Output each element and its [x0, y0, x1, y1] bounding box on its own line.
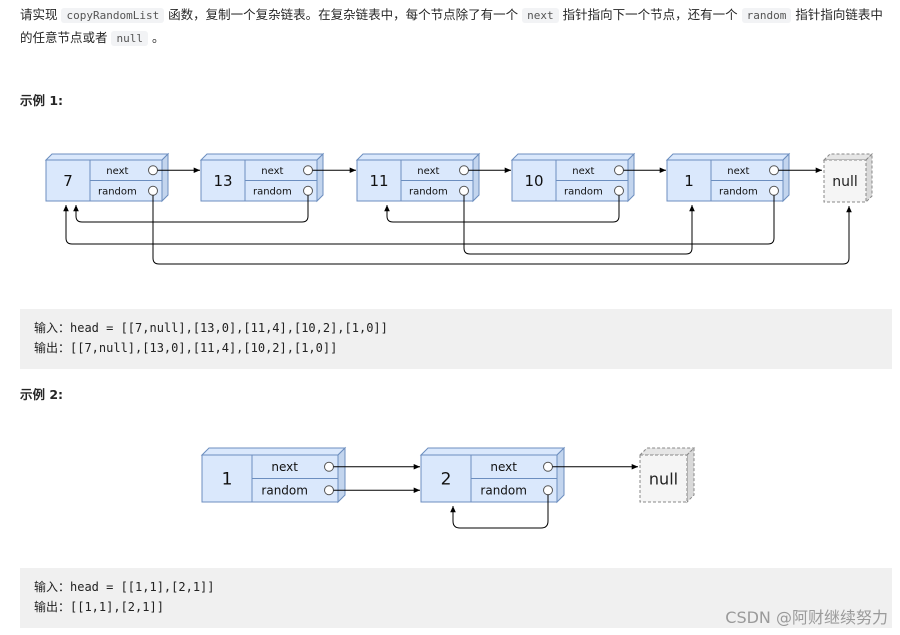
- ex2-node-top: [200, 447, 347, 456]
- ex1-node-3: 10 next random: [510, 152, 636, 203]
- example-2-diagram: 1 next random 2 next random null: [200, 446, 696, 529]
- example-2-output: 输出：[[1,1],[2,1]]: [34, 600, 164, 614]
- ex1-node-value: 11: [369, 172, 388, 190]
- ex2-null-node: null: [638, 446, 696, 504]
- ex1-random-pointer: [148, 185, 158, 196]
- ex2-random-label: random: [261, 484, 308, 498]
- ex1-null-side: [865, 152, 873, 204]
- ex1-random-arrow-13: [73, 195, 309, 223]
- ex2-null-side: [686, 446, 695, 504]
- ex1-node-top: [665, 153, 791, 161]
- ex1-node-side: [782, 152, 790, 203]
- ex2-node-side: [337, 446, 346, 504]
- ex2-null-label: null: [649, 469, 678, 488]
- ex1-random-pointer: [614, 185, 624, 196]
- ex1-random-pointer: [459, 185, 469, 196]
- ex2-node-1: 2 next random: [419, 446, 566, 504]
- next-code: next: [522, 8, 559, 23]
- intro-text-1: 请实现: [20, 7, 62, 22]
- function-name-code: copyRandomList: [61, 8, 165, 23]
- ex2-next-label: next: [271, 460, 298, 474]
- ex2-node-side: [556, 446, 565, 504]
- ex1-node-side: [316, 152, 324, 203]
- example-1-code-block: 输入：head = [[7,null],[13,0],[11,4],[10,2]…: [20, 309, 892, 369]
- example-2-heading: 示例 2:: [20, 387, 64, 402]
- ex1-next-label: next: [417, 166, 439, 177]
- ex1-random-arrow-10: [384, 195, 620, 223]
- ex2-null-front: [639, 454, 688, 503]
- ex1-null-label: null: [832, 174, 858, 190]
- random-code: random: [741, 8, 792, 23]
- ex1-next-label: next: [261, 166, 283, 177]
- ex1-random-label: random: [564, 186, 603, 197]
- ex1-random-arrow-7: [152, 195, 852, 265]
- ex1-node-value: 10: [524, 172, 543, 190]
- ex1-random-pointer: [303, 185, 313, 196]
- ex1-random-label: random: [409, 186, 448, 197]
- ex1-random-label: random: [719, 186, 758, 197]
- example-1-diagram: 7 next random 13 next random 11 next random 10 nex…: [44, 152, 874, 265]
- example-1-output: 输出：[[7,null],[13,0],[11,4],[10,2],[1,0]]: [34, 341, 338, 355]
- ex1-next-pointer: [303, 165, 313, 176]
- ex1-null-front: [823, 159, 867, 203]
- ex2-random-arrow-1: [450, 494, 549, 529]
- ex1-node-4: 1 next random: [665, 152, 791, 203]
- ex1-null-top: [822, 153, 874, 161]
- example-1-heading: 示例 1:: [20, 93, 64, 108]
- null-code: null: [111, 31, 148, 46]
- ex1-random-arrow-11: [463, 195, 695, 255]
- ex2-node-value: 2: [441, 470, 452, 490]
- watermark: CSDN @阿财继续努力: [725, 608, 888, 627]
- example-2-input: 输入：head = [[1,1],[2,1]]: [34, 580, 215, 594]
- ex1-next-pointer: [148, 165, 158, 176]
- ex2-random-pointer: [324, 485, 334, 496]
- ex2-null-top: [638, 447, 696, 456]
- ex2-next-pointer: [543, 461, 553, 472]
- ex1-node-value: 1: [684, 172, 694, 190]
- ex1-null-node: null: [822, 152, 874, 204]
- ex1-next-label: next: [727, 166, 749, 177]
- ex1-next-pointer: [614, 165, 624, 176]
- intro-text-2: 函数，复制一个复杂链表。在复杂链表中，每个节点除了有一个: [164, 7, 523, 22]
- ex1-node-side: [627, 152, 635, 203]
- intro-text-3: 指针指向下一个节点，还有一个: [558, 7, 742, 22]
- intro-text-5: 。: [147, 30, 165, 45]
- intro-text-4: 指针指向链表中的任意节点或者: [20, 7, 883, 45]
- example-1-input: 输入：head = [[7,null],[13,0],[11,4],[10,2]…: [34, 321, 388, 335]
- ex2-node-top: [419, 447, 566, 456]
- ex1-next-pointer: [769, 165, 779, 176]
- ex2-random-label: random: [480, 484, 527, 498]
- ex1-next-label: next: [106, 166, 128, 177]
- ex1-node-value: 13: [213, 172, 232, 190]
- ex1-node-side: [472, 152, 480, 203]
- ex1-node-1: 13 next random: [199, 152, 325, 203]
- ex1-next-label: next: [572, 166, 594, 177]
- problem-description: 请实现 copyRandomList 函数，复制一个复杂链表。在复杂链表中，每个…: [20, 4, 888, 50]
- ex2-next-label: next: [490, 460, 517, 474]
- ex1-random-arrow-1: [63, 195, 775, 245]
- ex1-node-top: [199, 153, 325, 161]
- example-2-code-block: 输入：head = [[1,1],[2,1]] 输出：[[1,1],[2,1]]: [20, 568, 892, 628]
- ex1-node-value: 7: [63, 172, 73, 190]
- ex1-random-label: random: [253, 186, 292, 197]
- ex2-node-0: 1 next random: [200, 446, 347, 504]
- ex1-random-label: random: [98, 186, 137, 197]
- ex2-node-value: 1: [222, 470, 233, 490]
- ex1-next-pointer: [459, 165, 469, 176]
- ex1-node-side: [161, 152, 169, 203]
- ex1-node-0: 7 next random: [44, 152, 170, 203]
- ex1-node-top: [44, 153, 170, 161]
- ex1-random-pointer: [769, 185, 779, 196]
- ex1-node-top: [510, 153, 636, 161]
- ex2-random-pointer: [543, 485, 553, 496]
- ex2-next-pointer: [324, 461, 334, 472]
- ex1-node-top: [355, 153, 481, 161]
- ex1-node-2: 11 next random: [355, 152, 481, 203]
